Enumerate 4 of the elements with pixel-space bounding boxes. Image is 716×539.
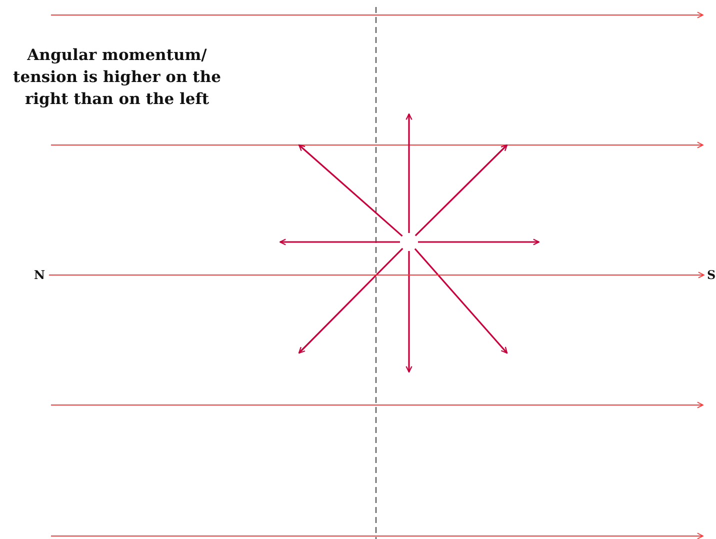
pole-label: N [34,268,45,282]
annotation-text: Angular momentum/ tension is higher on the right than on the left [12,44,222,110]
pole-label: S [707,268,716,282]
field-line-arrow [48,272,704,278]
